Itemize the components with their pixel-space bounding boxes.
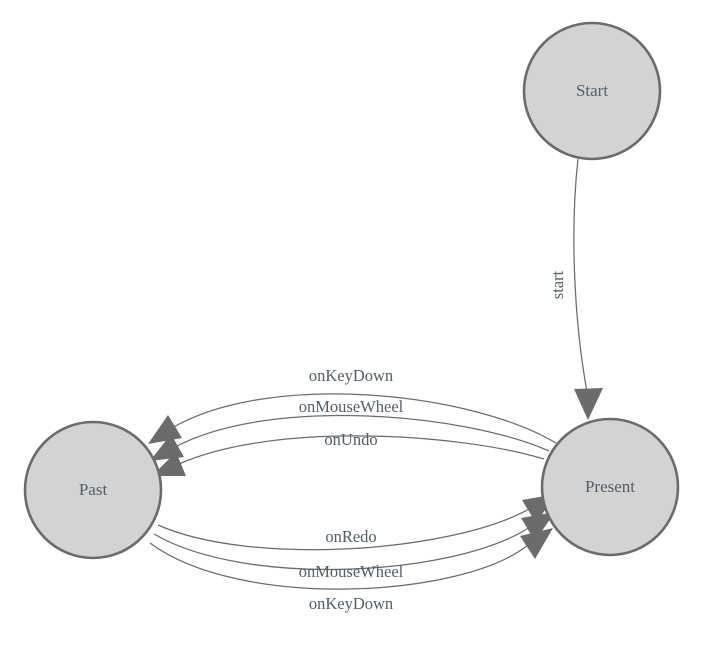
edge-label-present-past-1: onKeyDown: [309, 366, 393, 385]
edge-label-past-present-3: onKeyDown: [309, 594, 393, 613]
edge-label-past-present-1: onRedo: [325, 527, 376, 546]
node-past-circle: [23, 420, 163, 560]
edge-label-present-past-3: onUndo: [324, 430, 377, 449]
edge-past-to-present-onkeydown[interactable]: onKeyDown: [149, 528, 553, 613]
edge-label-start: start: [548, 270, 567, 299]
node-past[interactable]: Past: [23, 420, 163, 560]
edge-path-present-past-3: [178, 435, 545, 465]
edge-past-to-present-onredo[interactable]: onRedo: [157, 494, 556, 551]
node-start-circle: [522, 21, 662, 161]
edge-start-to-present[interactable]: start: [548, 158, 603, 420]
node-start-label: Start: [576, 81, 608, 100]
edge-path-present-past-1: [171, 393, 557, 444]
edge-path-present-past-2: [174, 414, 550, 452]
edge-path-past-present-2: [153, 526, 531, 571]
arrowhead-present-past-3: [152, 452, 186, 476]
edge-label-present-past-2: onMouseWheel: [299, 397, 404, 416]
edge-present-to-past-onkeydown[interactable]: onKeyDown: [148, 366, 557, 444]
edge-past-to-present-onmousewheel[interactable]: onMouseWheel: [153, 512, 555, 581]
node-present[interactable]: Present: [540, 417, 680, 557]
node-past-label: Past: [79, 480, 108, 499]
node-present-label: Present: [585, 477, 635, 496]
arrowhead-past-present-3: [520, 528, 553, 559]
edge-present-to-past-onundo[interactable]: onUndo: [152, 430, 545, 476]
node-start[interactable]: Start: [522, 21, 662, 161]
arrowhead-start-present: [574, 388, 603, 420]
edge-path-past-present-1: [157, 507, 532, 551]
edge-label-past-present-2: onMouseWheel: [299, 562, 404, 581]
arrowhead-present-past-1: [148, 415, 182, 444]
edge-path-start-present: [573, 158, 588, 393]
edge-path-past-present-3: [149, 542, 529, 590]
node-present-circle: [540, 417, 680, 557]
arrowhead-past-present-2: [521, 512, 555, 541]
